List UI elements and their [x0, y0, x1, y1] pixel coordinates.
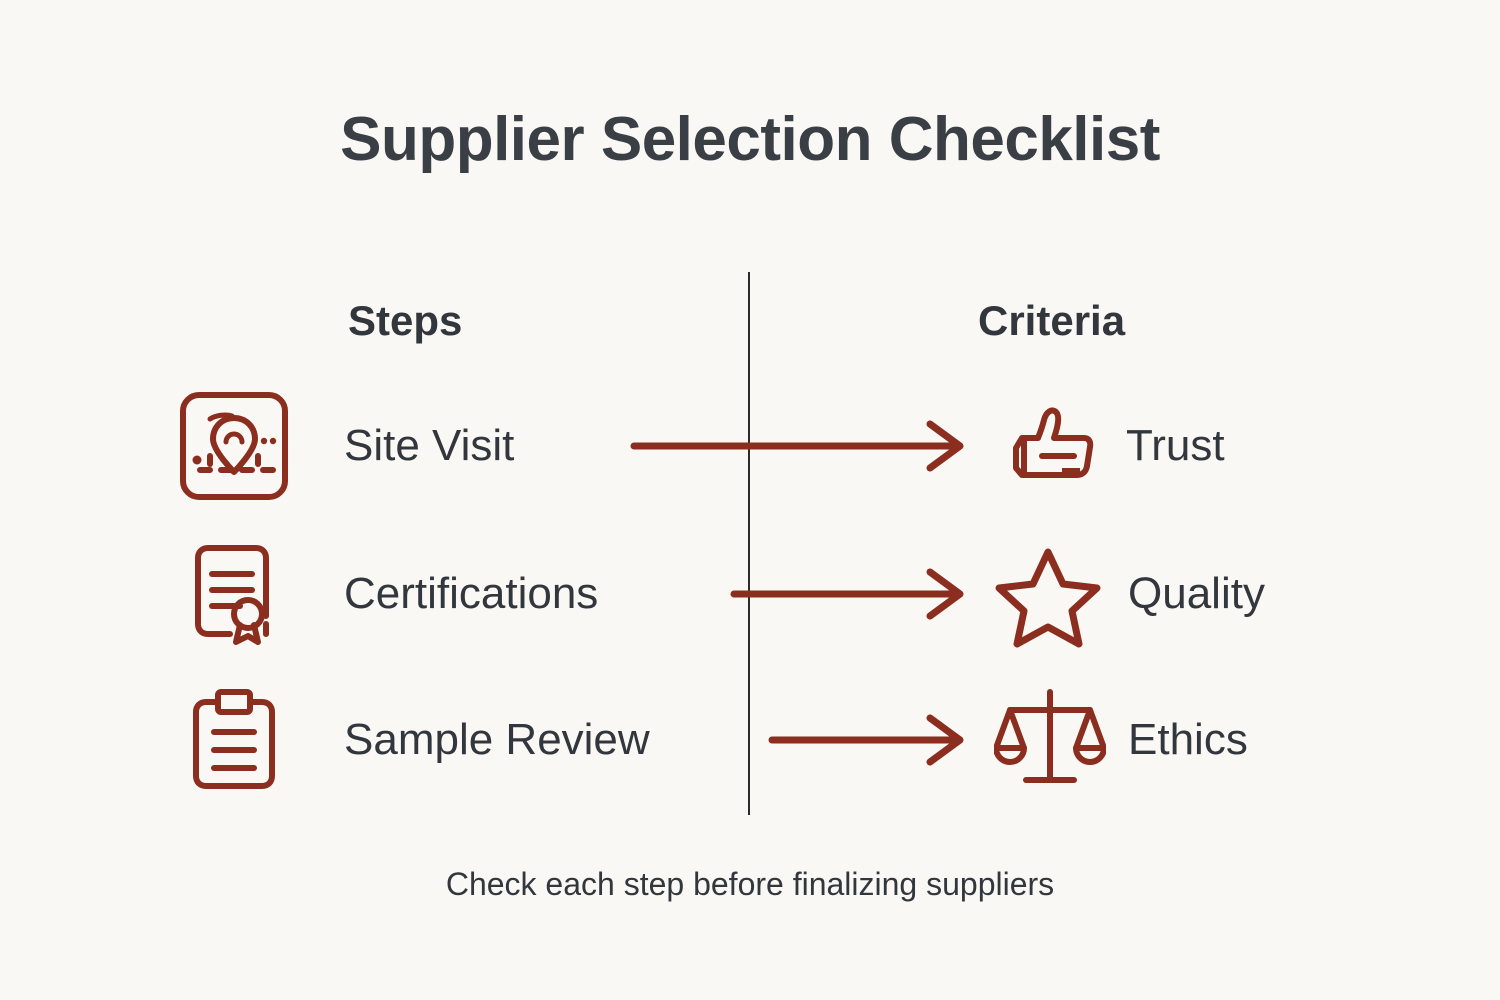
map-location-pin-icon	[178, 390, 290, 502]
checklist-row: Site Visit Trust	[0, 390, 1500, 520]
checklist-row: Certifications Quality	[0, 538, 1500, 668]
checklist-row: Sample Review Ethics	[0, 684, 1500, 814]
criteria-label: Trust	[1126, 421, 1225, 470]
star-icon	[992, 538, 1104, 650]
balance-scales-icon	[994, 684, 1106, 796]
column-header-criteria: Criteria	[978, 297, 1126, 344]
step-label: Certifications	[344, 569, 599, 618]
column-header-steps: Steps	[348, 297, 463, 344]
certificate-document-icon	[178, 538, 290, 650]
flow-arrow	[630, 390, 970, 502]
footer-caption: Check each step before finalizing suppli…	[445, 866, 1055, 902]
criteria-label: Quality	[1128, 569, 1265, 618]
page-title: Supplier Selection Checklist	[340, 105, 1160, 174]
criteria-label: Ethics	[1128, 715, 1248, 764]
clipboard-icon	[178, 684, 290, 796]
column-divider	[748, 272, 750, 815]
flow-arrow	[768, 684, 970, 796]
thumbs-up-icon	[992, 390, 1104, 502]
step-label: Site Visit	[344, 421, 515, 470]
flow-arrow	[730, 538, 970, 650]
step-label: Sample Review	[344, 715, 650, 764]
